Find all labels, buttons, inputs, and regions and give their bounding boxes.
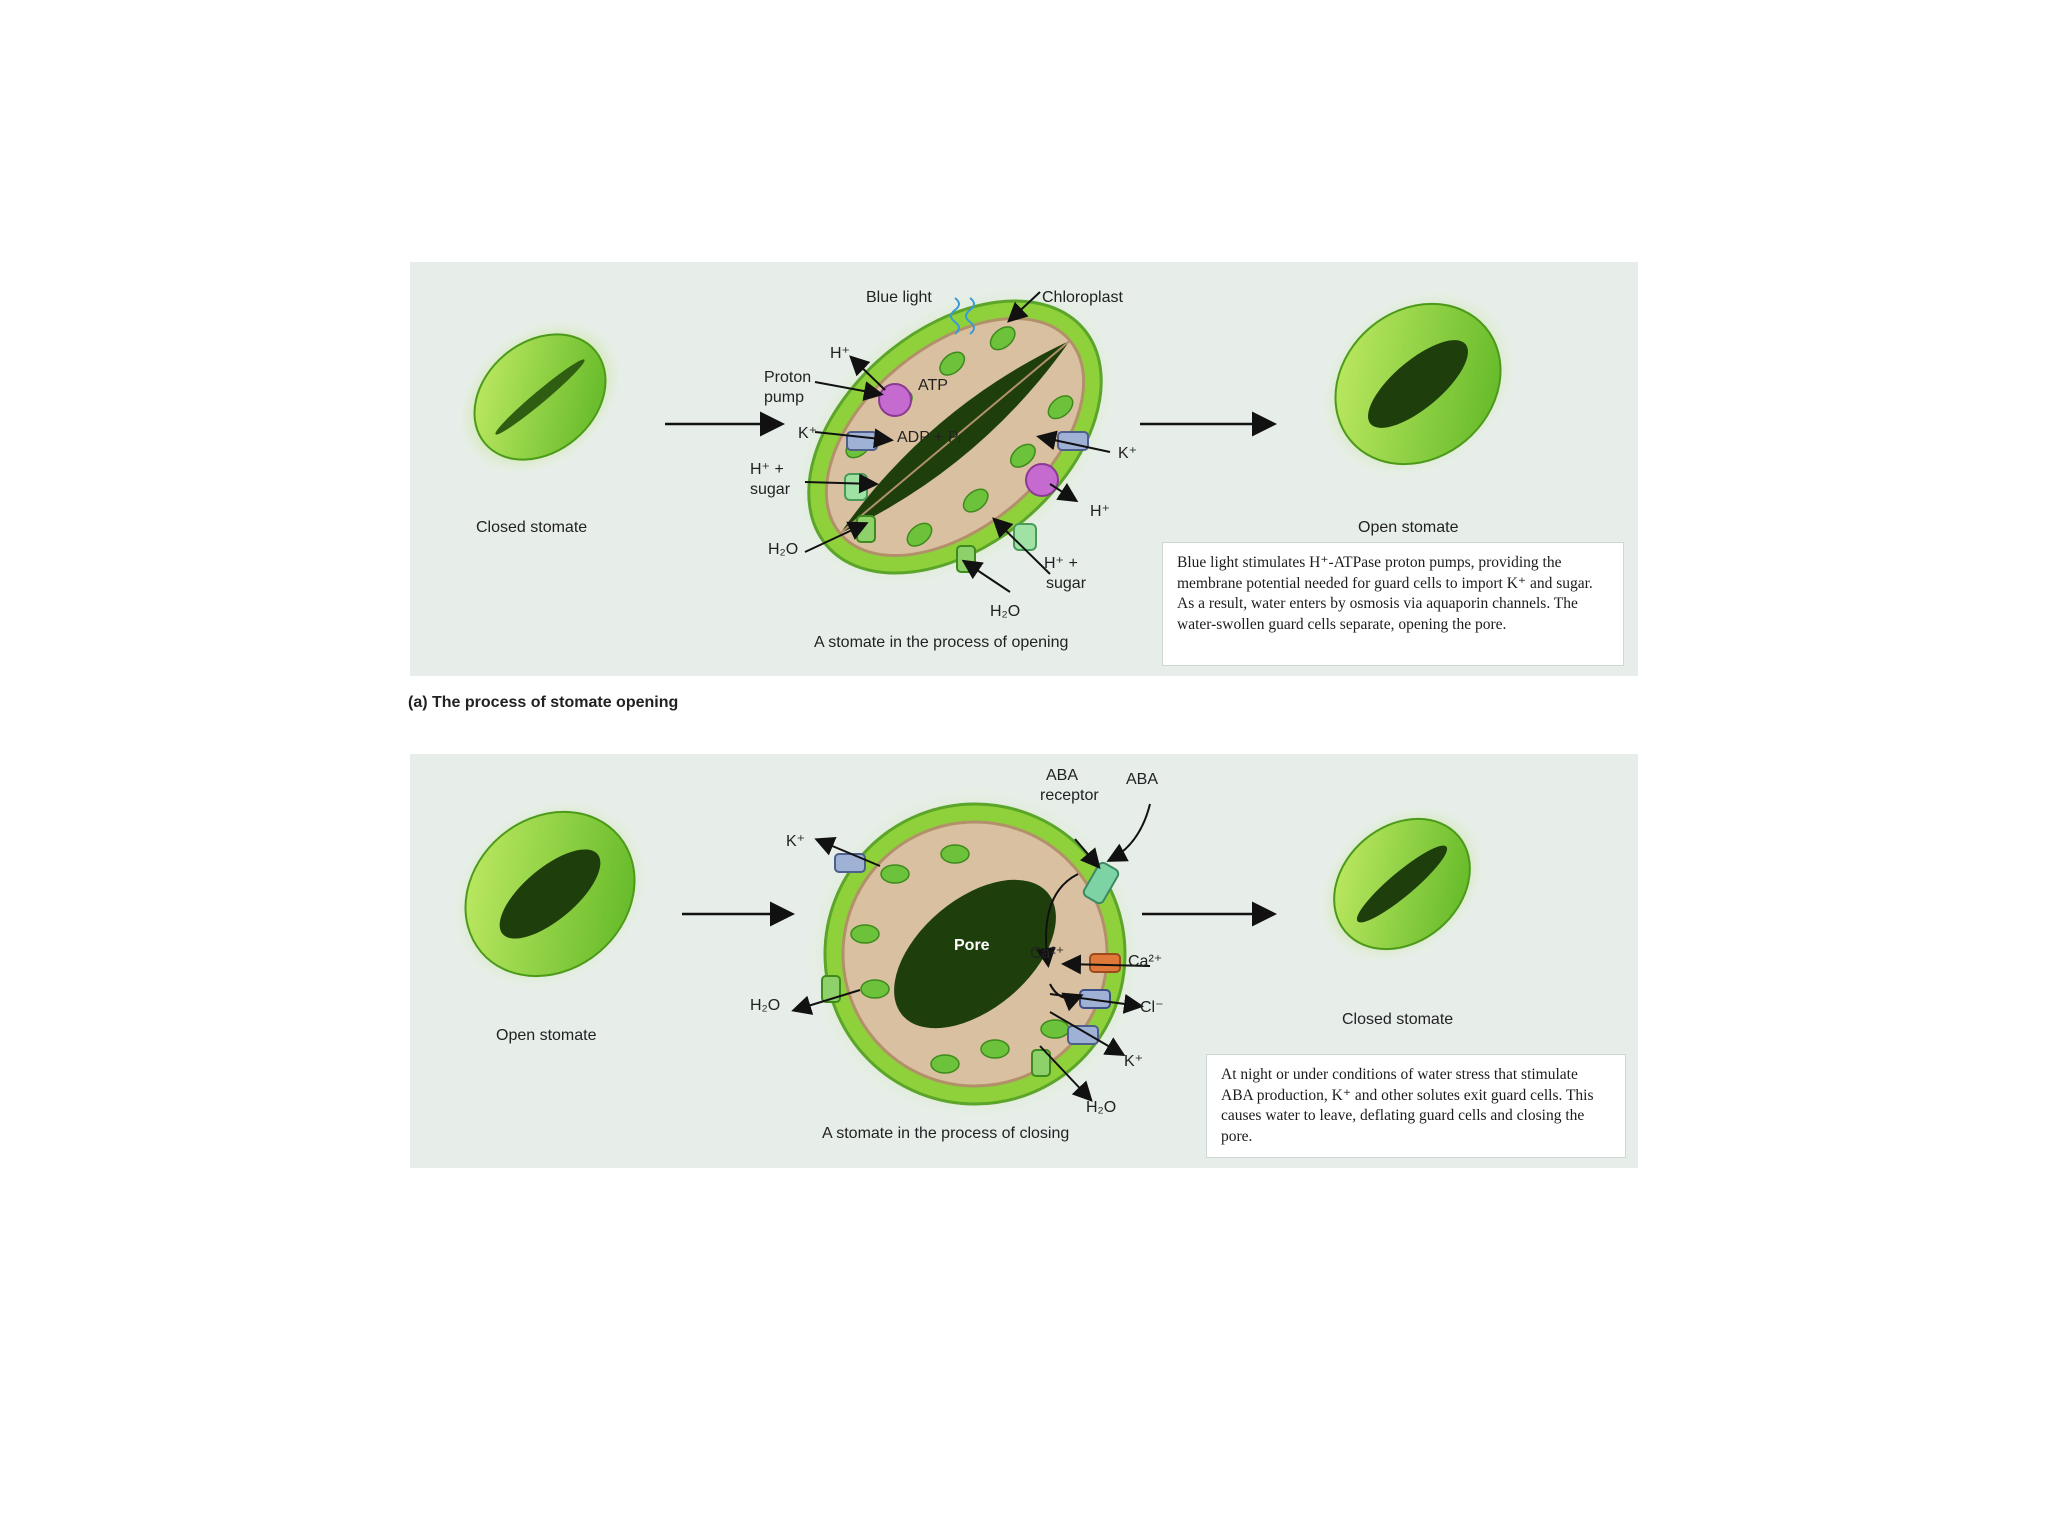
label-cl: Cl⁻ (1140, 999, 1164, 1016)
label-chloroplast: Chloroplast (1042, 289, 1123, 306)
label-adp: ADP + Pᵢ (897, 429, 961, 446)
label-h2o-bottom: H₂O (990, 603, 1020, 620)
transport-arrows-opening (804, 291, 1111, 593)
label-sugar-1: sugar (750, 481, 791, 498)
open-stomate-icon-left (447, 795, 653, 993)
closed-stomate-icon (454, 315, 626, 479)
label-open-stomate-b: Open stomate (496, 1027, 597, 1044)
proton-pump-icon-right (1025, 463, 1059, 497)
label-atp: ATP (918, 377, 948, 394)
transport-arrows-closing (791, 803, 1151, 1102)
label-h-plus-right: H⁺ (1090, 503, 1110, 520)
caption-panel-a: (a) The process of stomate opening (408, 694, 679, 711)
blue-light-icon-2 (965, 297, 975, 335)
label-k-out-2: K⁺ (1124, 1053, 1143, 1070)
label-pore: Pore (954, 937, 990, 954)
label-ca-out: Ca²⁺ (1128, 953, 1162, 970)
label-h-sugar-2: H⁺ + (1044, 555, 1078, 572)
label-k-out: K⁺ (786, 833, 805, 850)
potassium-channel-icon-b (834, 853, 866, 873)
aquaporin-icon-b (821, 975, 841, 1003)
blue-light-icon (950, 297, 960, 335)
sugar-transporter-icon-right (1013, 523, 1037, 551)
label-sugar-2: sugar (1046, 575, 1087, 592)
calcium-channel-icon (1089, 953, 1121, 973)
label-closed-stomate-b: Closed stomate (1342, 1011, 1453, 1028)
label-ca-in: Ca²⁺ (1030, 945, 1064, 962)
opening-illustration: Closed stomate (454, 279, 1520, 651)
closing-illustration: Open stomate (447, 767, 1489, 1142)
potassium-channel-icon (846, 431, 878, 451)
label-aba: ABA (1126, 771, 1158, 788)
open-stomate-icon (1316, 286, 1520, 482)
label-h-sugar-1: H⁺ + (750, 461, 784, 478)
label-closed-stomate: Closed stomate (476, 519, 587, 536)
label-h2o-left: H₂O (768, 541, 798, 558)
closed-stomate-icon-right (1315, 801, 1489, 967)
panel-stomate-closing: Open stomate (410, 754, 1638, 1168)
closing-guard-cells (800, 779, 1150, 1129)
opening-explanation-note: Blue light stimulates H⁺-ATPase proton p… (1162, 542, 1624, 666)
label-process-opening: A stomate in the process of opening (814, 634, 1068, 651)
label-process-closing: A stomate in the process of closing (822, 1125, 1069, 1142)
aba-receptor-icon (1082, 861, 1120, 905)
label-aba-receptor-1: ABA (1046, 767, 1078, 784)
label-aba-receptor-2: receptor (1040, 787, 1099, 804)
label-pump: pump (764, 389, 804, 406)
aquaporin-icon (856, 515, 876, 543)
aquaporin-icon-b2 (1031, 1049, 1051, 1077)
label-open-stomate: Open stomate (1358, 519, 1459, 536)
label-proton: Proton (764, 369, 811, 386)
potassium-channel-icon-b2 (1067, 1025, 1099, 1045)
label-blue-light: Blue light (866, 289, 932, 306)
label-k-right: K⁺ (1118, 445, 1137, 462)
label-h2o-left-b: H₂O (750, 997, 780, 1014)
panel-stomate-opening: Closed stomate (410, 262, 1638, 676)
label-k-in: K⁺ (798, 425, 817, 442)
label-h2o-bottom-b: H₂O (1086, 1099, 1116, 1116)
sugar-transporter-icon (844, 473, 868, 501)
closing-explanation-note: At night or under conditions of water st… (1206, 1054, 1626, 1158)
label-h-plus-top: H⁺ (830, 345, 850, 362)
opening-guard-cells (787, 279, 1123, 595)
aquaporin-icon-bottom (956, 545, 976, 573)
